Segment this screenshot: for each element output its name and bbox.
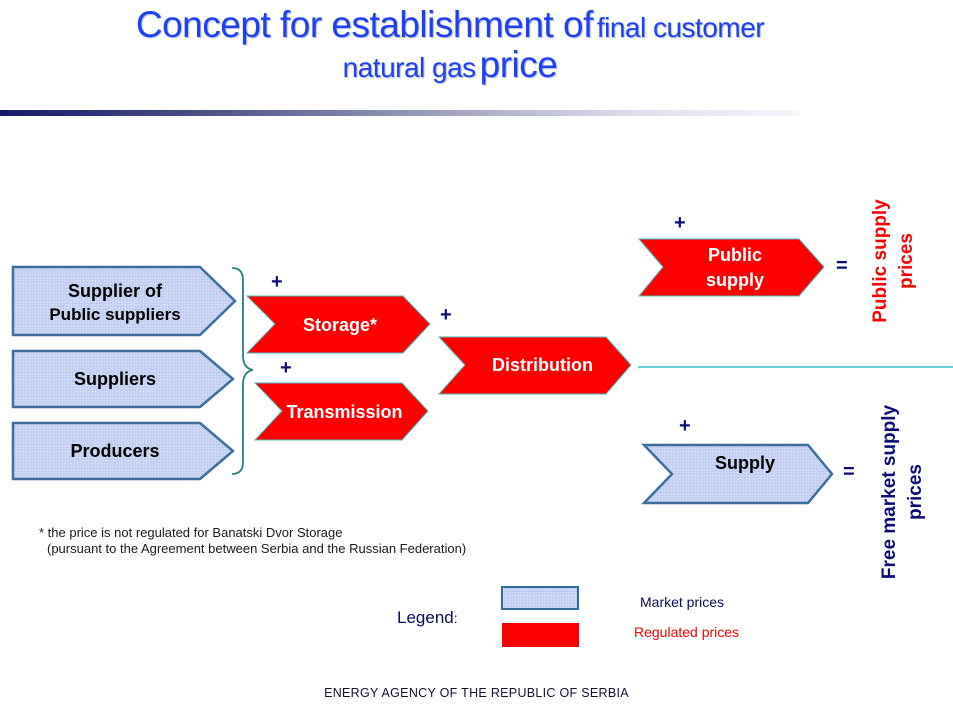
equals-operator-free: = xyxy=(843,461,855,483)
title-secondary-text: final customer xyxy=(596,12,765,43)
stage-label-storage: Storage* xyxy=(302,315,378,335)
source-label-suppliers: Suppliers xyxy=(73,369,157,389)
legend-swatch-regulated xyxy=(502,623,579,647)
legend-title-text: Legend xyxy=(397,608,454,627)
footnote-line2: (pursuant to the Agreement between Serbi… xyxy=(47,541,467,556)
source-shape-supplier-of-public-suppliers xyxy=(11,265,237,337)
footnote-line1: * the price is not regulated for Banatsk… xyxy=(39,525,343,540)
title-line-2: natural gas price xyxy=(0,44,900,86)
stage-shape-storage xyxy=(245,295,431,354)
source-shape-producers xyxy=(11,421,235,481)
result-public-line2: prices xyxy=(896,233,917,289)
source-shape-suppliers xyxy=(11,349,235,409)
source-label-supplier-of-public-suppliers: Supplier of Public suppliers xyxy=(15,280,215,326)
plus-operator-storage: + xyxy=(271,271,283,293)
source-label-line1: Supplier of xyxy=(68,281,162,301)
legend-title: Legend: xyxy=(397,608,458,628)
stage-label-transmission: Transmission xyxy=(286,402,403,422)
result-free-line1: Free market supply xyxy=(879,404,900,580)
grouping-bracket xyxy=(231,267,254,475)
stage-label-public-supply-line1: Public xyxy=(707,245,762,265)
plus-operator-supply: + xyxy=(679,415,691,437)
source-label-producers: Producers xyxy=(70,441,160,461)
legend-colon: : xyxy=(453,610,458,626)
legend-label-regulated: Regulated prices xyxy=(634,624,740,640)
title-underline-gradient xyxy=(0,110,800,116)
stage-shape-transmission xyxy=(253,382,429,441)
plus-operator-transmission: + xyxy=(280,357,292,379)
title-secondary-text-2: natural gas xyxy=(342,52,477,83)
title-main-text: Concept for establishment of xyxy=(135,4,593,45)
title-line-1: Concept for establishment of final custo… xyxy=(0,4,900,46)
stage-label-public-supply-line2: supply xyxy=(705,270,764,290)
stage-label-supply: Supply xyxy=(714,453,775,473)
footnote: * the price is not regulated for Banatsk… xyxy=(39,525,466,557)
footer-organization: ENERGY AGENCY OF THE REPUBLIC OF SERBIA xyxy=(324,686,629,700)
stage-shape-supply xyxy=(641,443,834,505)
result-public-supply-prices: Public supply prices xyxy=(868,186,922,336)
stage-shape-public-supply xyxy=(637,238,825,297)
legend-label-market: Market prices xyxy=(640,594,725,610)
result-free-market-supply-prices: Free market supply prices xyxy=(877,387,931,597)
stage-label-distribution: Distribution xyxy=(492,355,593,375)
title-main-text-2: price xyxy=(479,44,558,85)
result-public-line1: Public supply xyxy=(870,199,891,323)
legend-swatch-market xyxy=(501,586,579,610)
source-label-line2: Public suppliers xyxy=(49,305,181,324)
stage-shape-distribution xyxy=(437,336,632,395)
plus-operator-distribution: + xyxy=(440,304,452,326)
stage-label-public-supply: Public supply xyxy=(665,243,805,293)
equals-operator-public: = xyxy=(836,255,848,277)
plus-operator-public-supply: + xyxy=(674,212,686,234)
result-free-line2: prices xyxy=(905,464,926,520)
